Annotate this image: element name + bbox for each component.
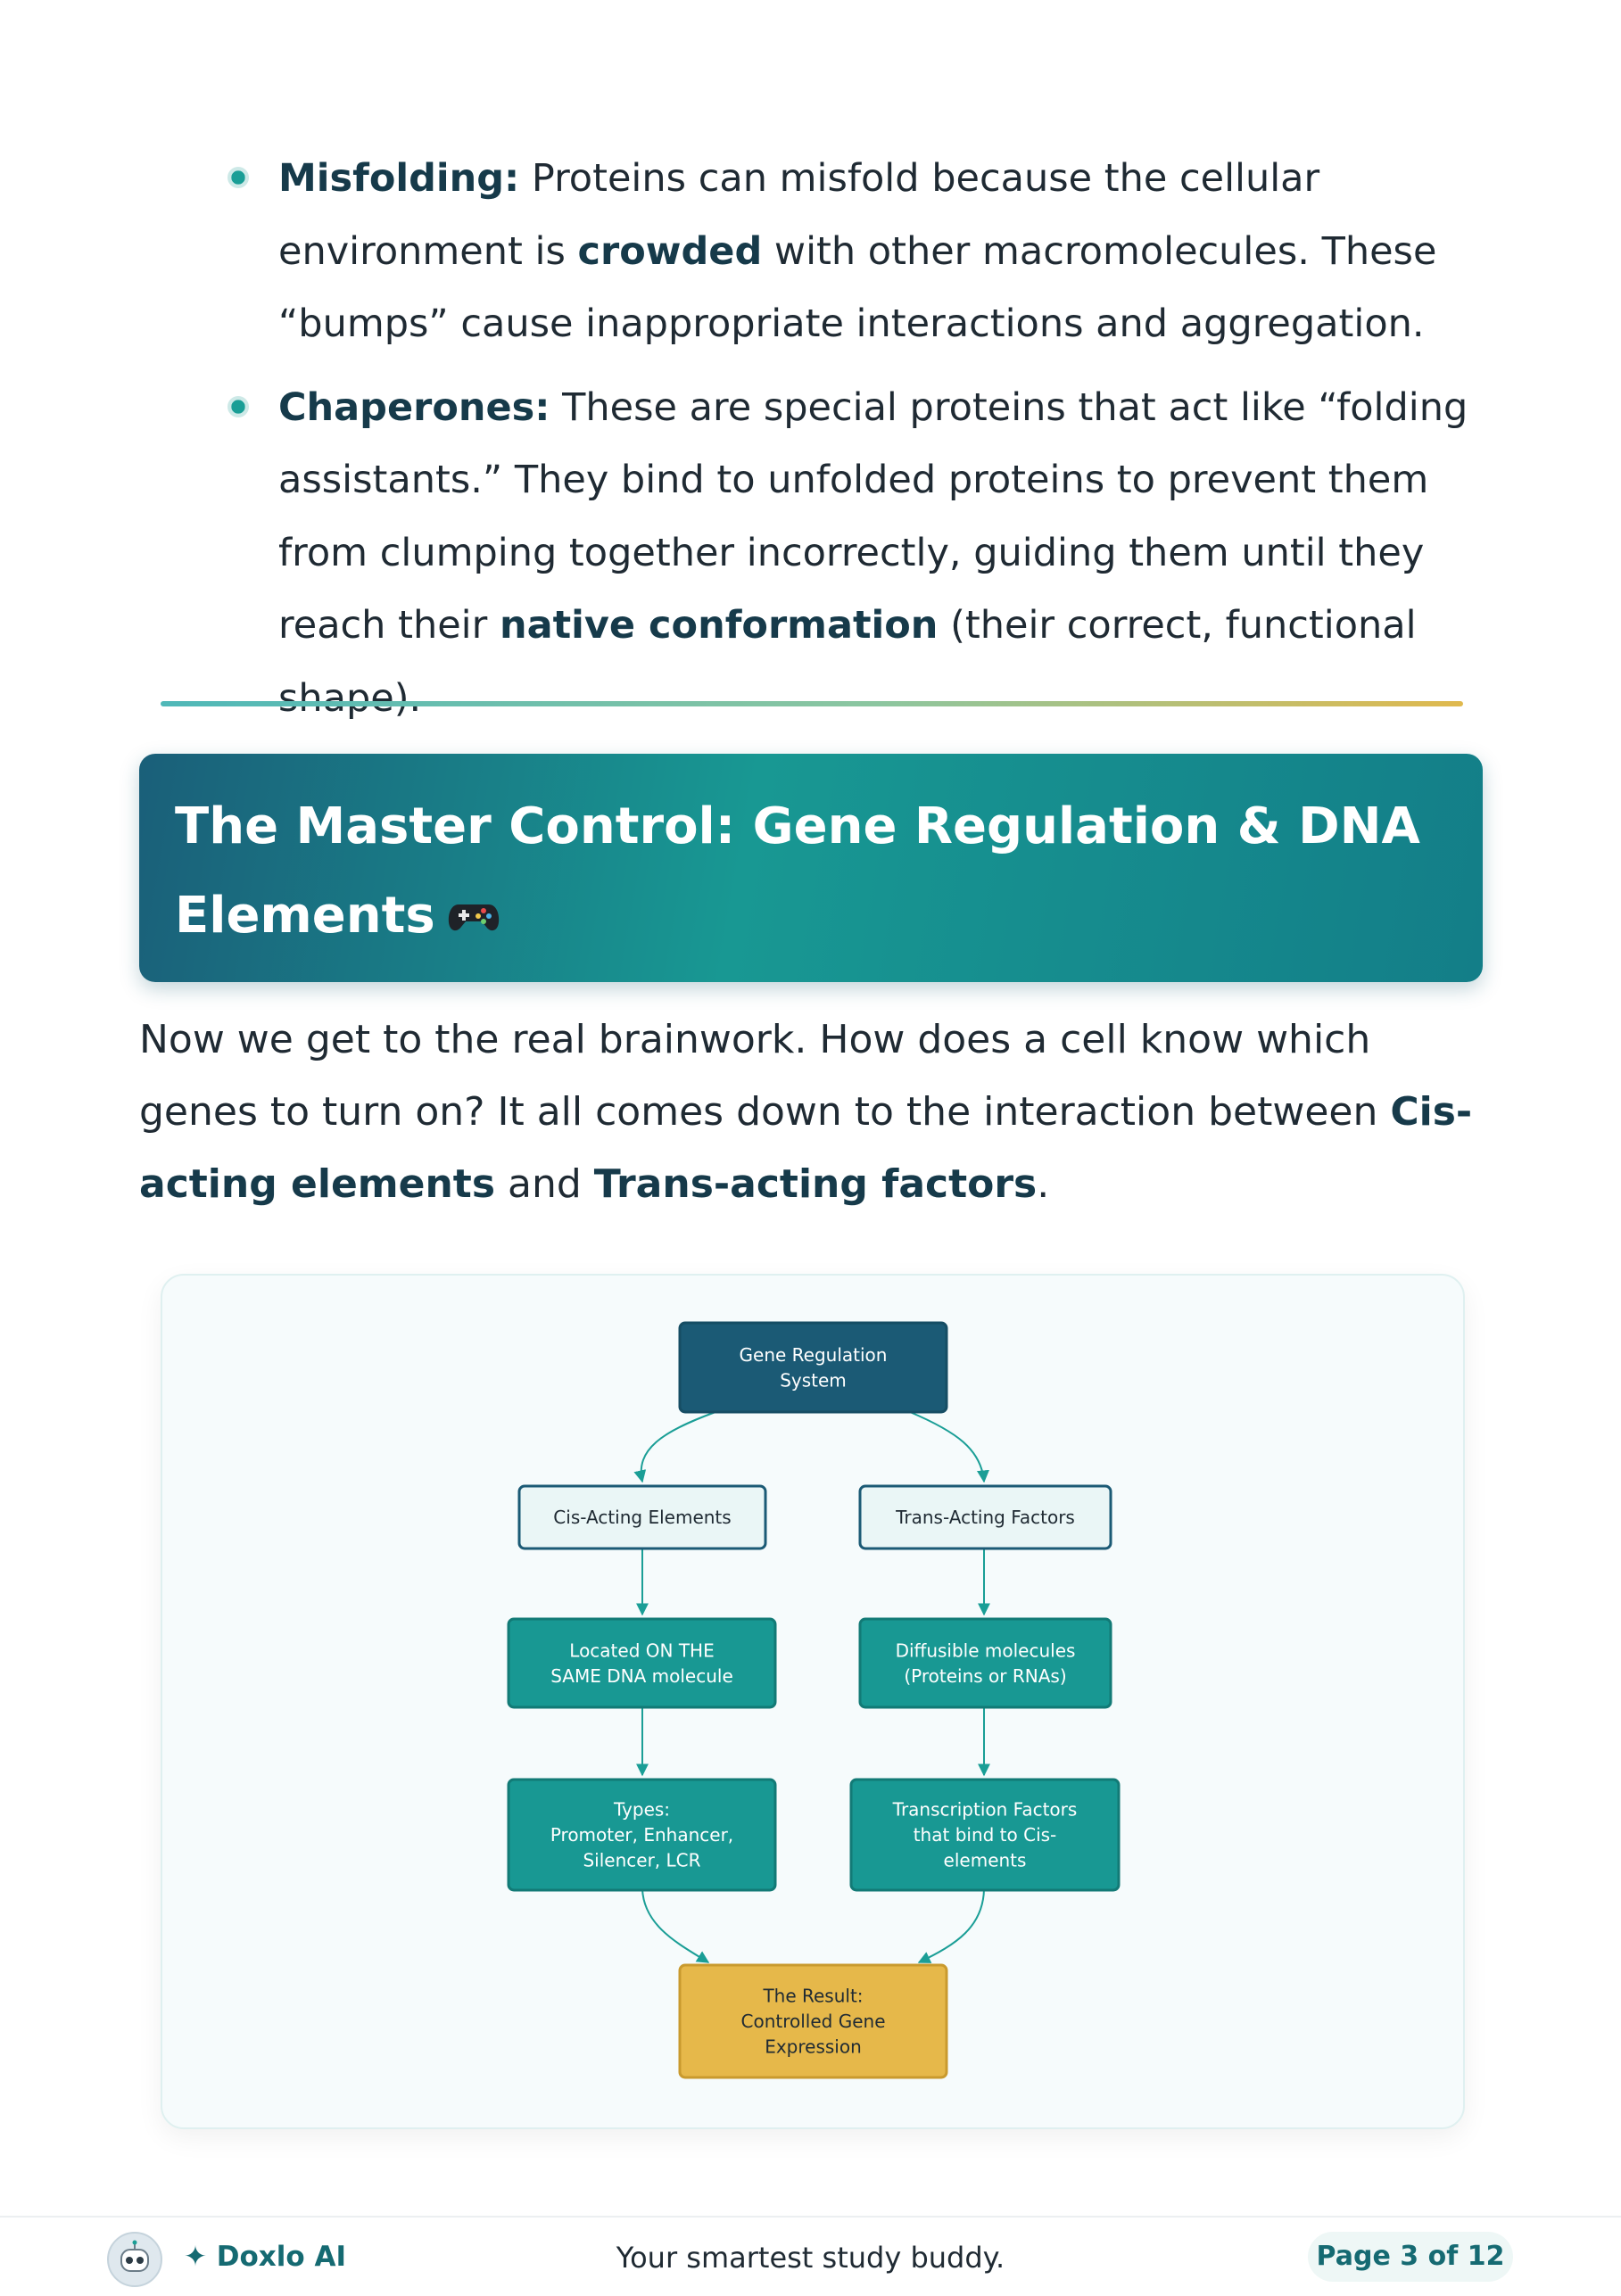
node-label: Transcription Factors: [892, 1799, 1078, 1821]
bullet-item-misfolding: Misfolding: Proteins can misfold because…: [223, 143, 1490, 361]
edge-cis-types-to-result: [641, 1888, 710, 1963]
node-label: Promoter, Enhancer,: [550, 1824, 733, 1846]
node-label: Located ON THE: [569, 1639, 714, 1661]
node-trans-tf: Transcription Factors that bind to Cis-el…: [849, 1778, 1121, 1892]
intro-paragraph: Now we get to the real brainwork. How do…: [139, 1017, 1473, 1207]
bullet-item-chaperones: Chaperones: These are special proteins t…: [223, 372, 1490, 736]
footer: ✦ Doxlo AI Your smartest study buddy. Pa…: [0, 2216, 1621, 2296]
page-total: 12: [1467, 2241, 1505, 2272]
node-label: Types:: [613, 1799, 670, 1821]
bullet-dot-icon: [227, 395, 249, 417]
node-label: Silencer, LCR: [583, 1850, 700, 1871]
brand-name: ✦ Doxlo AI: [184, 2241, 347, 2273]
game-controller-icon: [448, 874, 500, 963]
node-label: Cis-Acting Elements: [553, 1507, 731, 1528]
node-label: System: [780, 1369, 847, 1391]
edge-root-to-cis: [633, 1411, 716, 1483]
node-label: Trans-Acting Factors: [895, 1507, 1075, 1528]
robot-avatar-icon: [107, 2232, 162, 2287]
tagline: Your smartest study buddy.: [616, 2241, 1005, 2275]
node-label: that bind to Cis-: [914, 1824, 1057, 1846]
edge-root-to-trans: [909, 1411, 989, 1483]
page-current: 3: [1400, 2241, 1419, 2272]
section-divider: [161, 701, 1463, 706]
page-indicator: Page 3 of 12: [1308, 2232, 1513, 2282]
edge-trans-types-to-result: [917, 1888, 985, 1963]
node-cis-location: Located ON THE SAME DNA molecule: [507, 1617, 777, 1709]
bullet-dot-icon: [227, 167, 249, 188]
bullet-list: Misfolding: Proteins can misfold because…: [223, 143, 1490, 746]
node-label: SAME DNA molecule: [550, 1665, 733, 1687]
node-label: The Result:: [762, 1986, 863, 2007]
node-label: elements: [944, 1850, 1027, 1871]
section-title: The Master Control: Gene Regulation & DN…: [175, 782, 1447, 963]
section-banner: The Master Control: Gene Regulation & DN…: [139, 754, 1483, 982]
node-trans-molecules: Diffusible molecules (Proteins or RNAs): [858, 1617, 1112, 1709]
node-label: Expression: [765, 2036, 862, 2058]
node-label: Diffusible molecules: [896, 1639, 1076, 1661]
node-cis-types: Types: Promoter, Enhancer, Silencer, LCR: [507, 1778, 777, 1892]
node-trans-acting-factors: Trans-Acting Factors: [858, 1484, 1112, 1550]
node-label: (Proteins or RNAs): [904, 1665, 1066, 1687]
node-cis-acting-elements: Cis-Acting Elements: [517, 1484, 767, 1550]
bullet-term: Misfolding:: [278, 156, 520, 201]
node-label: Gene Regulation: [740, 1344, 888, 1366]
node-label: Controlled Gene: [741, 2011, 886, 2032]
bullet-term: Chaperones:: [278, 384, 550, 430]
